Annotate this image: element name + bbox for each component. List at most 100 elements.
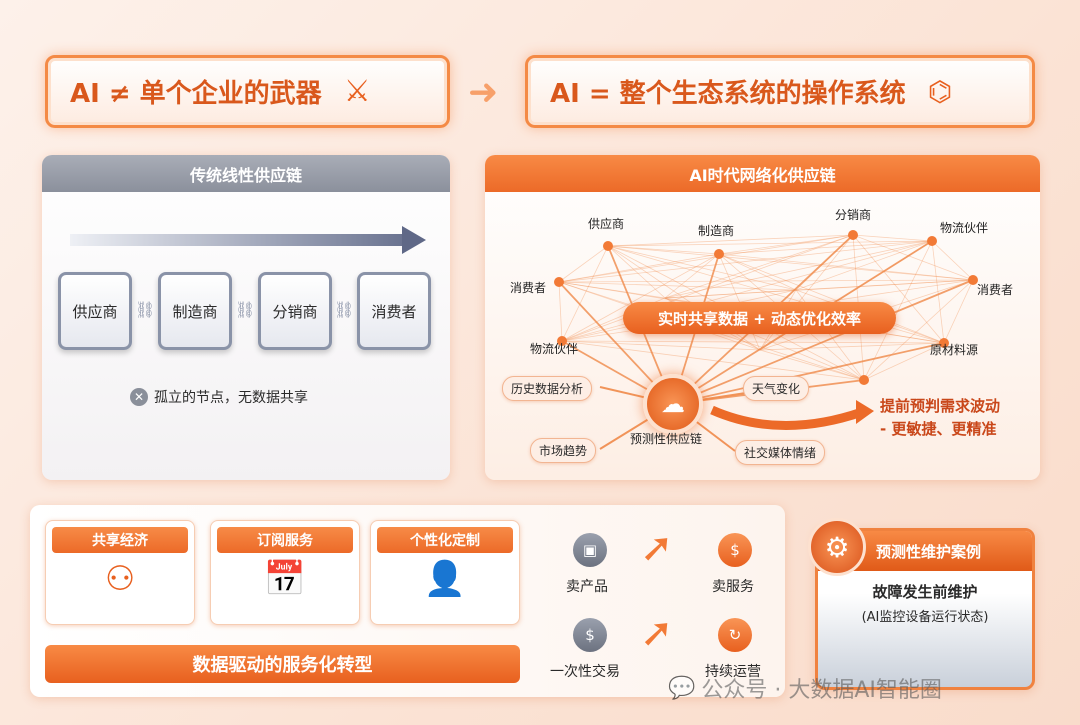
calendar-clock-icon: 📅 — [263, 559, 307, 599]
input-pill: 社交媒体情绪 — [735, 440, 826, 465]
cloud-hub: ☁ — [643, 374, 703, 434]
network-title: AI时代网络化供应链 — [485, 155, 1040, 192]
isolated-note: ✕ 孤立的节点，无数据共享 — [130, 387, 308, 407]
network-edge — [558, 281, 797, 291]
maintenance-sub: (AI监控设备运行状态) — [861, 610, 989, 625]
network-edge — [664, 279, 974, 299]
chip-icon: ⌬ — [927, 75, 953, 108]
network-edge — [561, 340, 945, 344]
network-edge — [931, 240, 945, 344]
network-edge — [852, 234, 945, 344]
network-node-dot — [848, 230, 858, 240]
network-edge — [795, 240, 933, 291]
network-node-dot — [714, 249, 724, 259]
net-node-label: 分销商 — [835, 208, 872, 222]
linear-arrow — [70, 234, 405, 246]
service-banner: 数据驱动的服务化转型 — [45, 645, 520, 683]
network-edge — [607, 234, 854, 247]
net-node-label: 原材料源 — [930, 343, 979, 357]
result-line: 提前预判需求波动 — [880, 397, 1001, 415]
net-node-label: 供应商 — [588, 217, 625, 231]
traditional-title: 传统线性供应链 — [42, 155, 450, 192]
network-edge — [931, 240, 974, 281]
from-label: 卖产品 — [566, 579, 608, 595]
people-network-icon: ⚇ — [104, 559, 136, 599]
left-banner-text: AI ≠ 单个企业的武器 — [70, 79, 322, 109]
net-node-label: 物流伙伴 — [530, 342, 579, 356]
network-edge — [664, 240, 933, 299]
trad-node: 制造商 — [158, 272, 232, 350]
curved-arrow-icon: ➚ — [640, 525, 674, 571]
network-edge — [664, 289, 797, 299]
forecast-arrow-head — [856, 400, 874, 424]
network-edge — [664, 253, 720, 299]
network-edge — [561, 340, 761, 351]
network-edge — [558, 279, 974, 283]
net-node-label: 消费者 — [977, 283, 1014, 297]
card-custom: 个性化定制👤 — [370, 520, 520, 625]
net-node-label: 物流伙伴 — [940, 221, 989, 235]
card-title: 共享经济 — [52, 527, 188, 553]
network-edge — [759, 349, 865, 381]
network-edge — [718, 253, 945, 344]
prediction-result: 提前预判需求波动 - 更敏捷、更精准 — [880, 395, 1000, 441]
network-edge — [607, 240, 933, 247]
x-circle-icon: ✕ — [130, 388, 148, 406]
network-edge — [607, 245, 797, 291]
network-edge — [759, 342, 945, 351]
cloud-network-icon: ☁ — [661, 390, 685, 418]
network-node-dot — [968, 275, 978, 285]
card-title: 订阅服务 — [217, 527, 353, 553]
network-edge — [558, 281, 666, 299]
chain-link-icon: ⛓ — [235, 300, 256, 319]
network-node-dot — [554, 277, 564, 287]
to-label: 持续运营 — [705, 664, 761, 680]
network-edge — [561, 245, 609, 342]
net-node-label: 制造商 — [698, 224, 735, 238]
right-banner: AI = 整个生态系统的操作系统 ⌬ — [525, 55, 1035, 128]
network-edge — [558, 245, 609, 283]
network-edge — [718, 234, 854, 255]
network-edge — [795, 279, 974, 291]
network-edge — [561, 253, 720, 342]
card-sharing: 共享经济 ⚇ — [45, 520, 195, 625]
left-banner: AI ≠ 单个企业的武器 ⚔ — [45, 55, 450, 128]
network-edge — [607, 245, 974, 281]
card-subscription: 订阅服务 📅 — [210, 520, 360, 625]
network-edge — [664, 234, 854, 299]
network-edge — [718, 240, 933, 255]
network-edge — [863, 342, 945, 381]
network-edge — [718, 253, 974, 281]
note-text: 孤立的节点，无数据共享 — [154, 390, 308, 406]
chain-link-icon: ⛓ — [334, 300, 355, 319]
trad-node: 分销商 — [258, 272, 332, 350]
curved-arrow-icon: ➚ — [640, 610, 674, 656]
network-edge — [607, 245, 666, 299]
network-edge — [943, 279, 974, 344]
forecast-arrow — [710, 405, 864, 430]
chain-link-icon: ⛓ — [135, 300, 156, 319]
card-title: 个性化定制 — [377, 527, 513, 553]
cycle-icon: ↻ — [718, 618, 752, 652]
right-banner-text: AI = 整个生态系统的操作系统 — [550, 79, 906, 109]
maintenance-headline: 故障发生前维护 — [872, 583, 978, 601]
network-edge — [558, 234, 854, 283]
linear-arrow-head — [402, 226, 426, 254]
from-label: 一次性交易 — [550, 664, 620, 680]
input-pill: 市场趋势 — [530, 438, 597, 463]
network-node-dot — [557, 336, 567, 346]
network-edge — [558, 281, 563, 342]
box-icon: ▣ — [573, 533, 607, 567]
network-edge — [672, 342, 945, 405]
arrow-right-icon: ➜ — [468, 72, 499, 113]
wechat-icon: 💬 — [668, 675, 696, 701]
network-node-dot — [927, 236, 937, 246]
network-edge — [561, 340, 865, 381]
money-hand-icon: $ — [718, 533, 752, 567]
watermark-text: 公众号 · 大数据AI智能圈 — [701, 678, 942, 703]
input-pill: 天气变化 — [743, 376, 810, 401]
network-edge — [607, 245, 720, 255]
network-node-dot — [603, 241, 613, 251]
network-node-dot — [859, 375, 869, 385]
network-edge — [672, 279, 974, 405]
